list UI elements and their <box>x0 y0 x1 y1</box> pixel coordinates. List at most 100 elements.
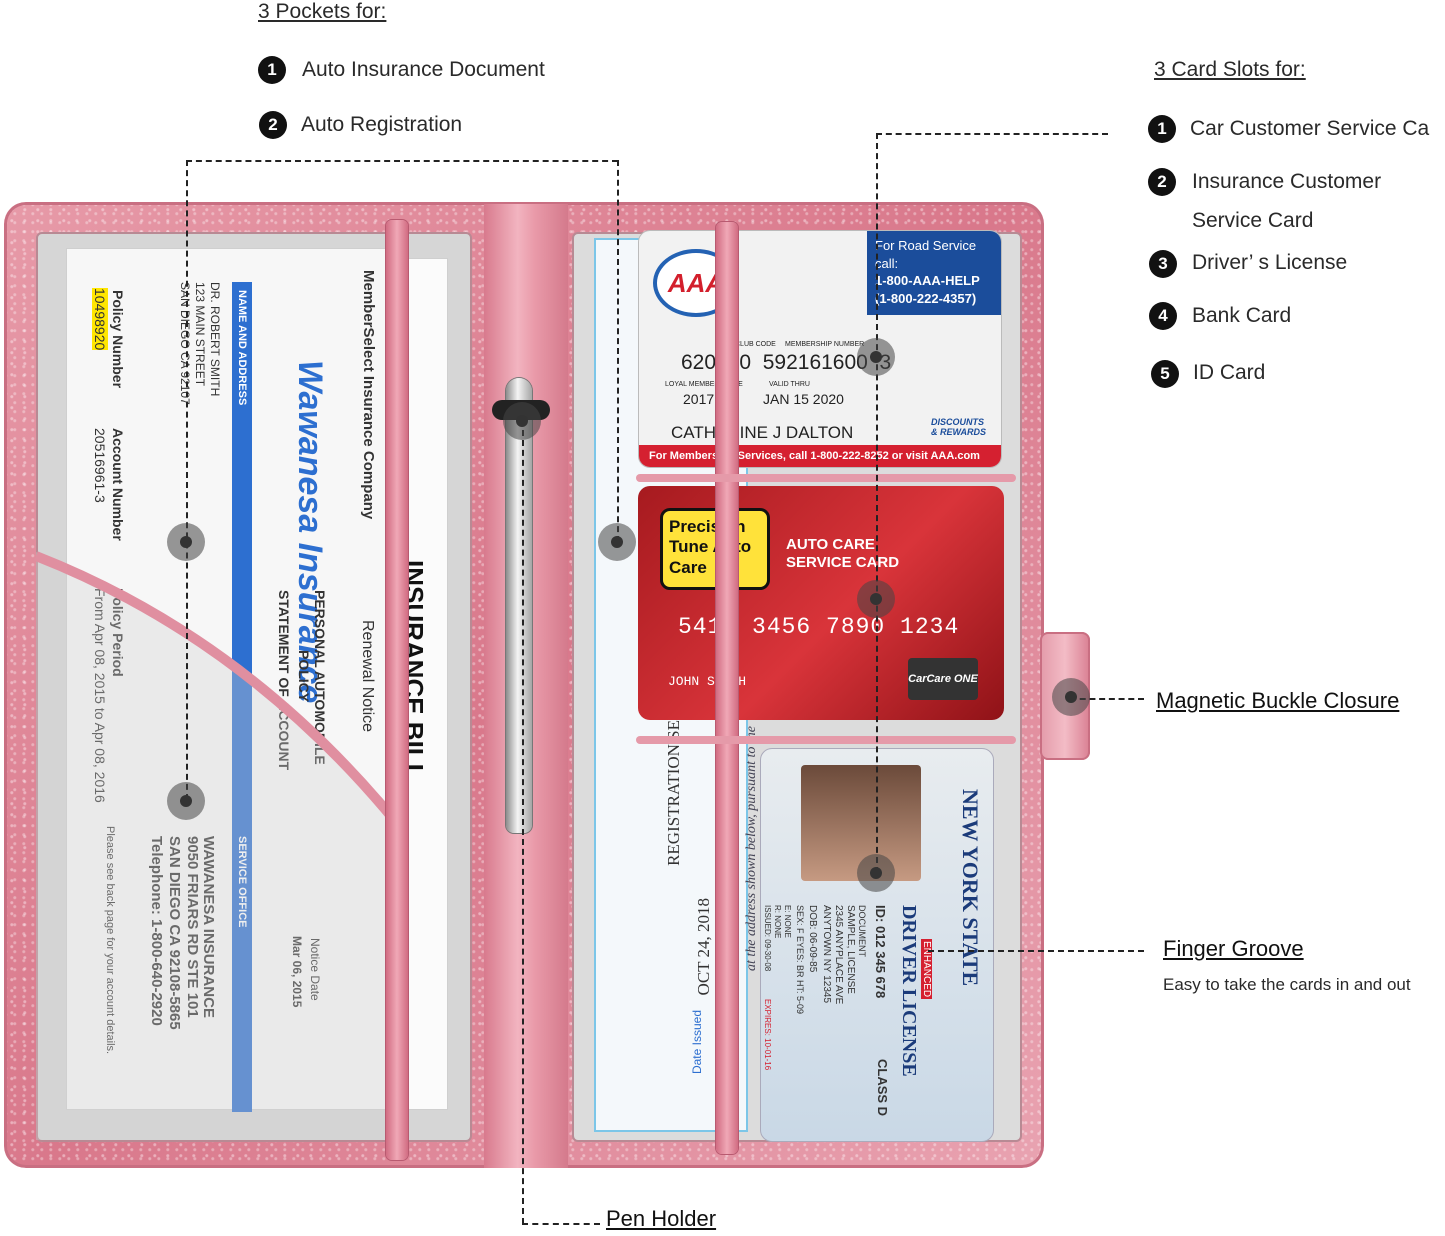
slot-label-2: Insurance Customer <box>1192 170 1382 193</box>
company-name: MemberSelect Insurance Company <box>360 270 377 520</box>
license-dob: DOB: 06-09-85 <box>807 905 818 973</box>
slot-number-1: 1 <box>1148 115 1176 143</box>
license-address-1: 2345 ANYPLACE AVE <box>833 905 844 1005</box>
card-slots-leader-vert <box>876 133 878 873</box>
finger-groove-leader <box>928 950 1144 952</box>
license-sex-eyes: SEX: F EYES: BR HT: 5-09 <box>795 905 805 1015</box>
pockets-leader-left <box>186 160 188 800</box>
statement-line-1: PERSONAL AUTOMOBILE <box>312 590 328 765</box>
member-since: 2017 <box>683 391 715 407</box>
pocket-number-1: 1 <box>258 56 286 84</box>
slot-label-4: Bank Card <box>1192 304 1292 327</box>
account-number-value: 20516961-3 <box>92 428 108 503</box>
auto-care-title-1: AUTO CARE <box>786 536 875 553</box>
statement-line-3: STATEMENT OF ACCOUNT <box>276 590 292 771</box>
pen[interactable] <box>506 378 532 833</box>
registration-note: at the address shown below, pursuant to … <box>744 726 759 971</box>
marker-pocket-3 <box>598 523 636 561</box>
registration-date-label: Date Issued <box>690 1010 704 1075</box>
notice-date-label: Notice Date <box>308 938 322 1001</box>
account-number-label: Account Number <box>110 428 126 541</box>
license-expires: EXPIRES: 10-01-16 <box>763 999 772 1071</box>
pen-leader-horiz <box>522 1223 600 1225</box>
card-slots-leader-top <box>876 133 1108 135</box>
slot-number-4: 4 <box>1149 302 1177 330</box>
pocket-label-2: Auto Registration <box>301 113 463 136</box>
slot-number-3: 3 <box>1149 250 1177 278</box>
slot-number-2: 2 <box>1148 168 1176 196</box>
slot-label-1: Car Customer Service Ca <box>1190 117 1430 140</box>
license-doc: DOCUMENT <box>857 905 867 957</box>
blue-sidebar-stripe <box>232 282 252 1112</box>
road-service-phone-2: (1-800-222-4357) <box>875 290 977 306</box>
office-line-1: WAWANESA INSURANCE <box>200 836 217 1018</box>
marker-slot-3 <box>857 854 895 892</box>
policy-period-value: From Apr 08, 2015 to Apr 08, 2016 <box>92 588 108 803</box>
policy-number-label: Policy Number <box>110 290 126 389</box>
marker-magnetic <box>1052 678 1090 716</box>
insured-street: 123 MAIN STREET <box>193 282 207 387</box>
driver-license-card: NEW YORK STATE ENHANCED DRIVER LICENSE C… <box>760 748 994 1142</box>
notice-date-value: Mar 06, 2015 <box>290 936 304 1007</box>
account-details-footer: Please see back page for your account de… <box>104 826 116 1054</box>
slot-number-5: 5 <box>1151 360 1179 388</box>
pocket-label-1: Auto Insurance Document <box>302 58 545 81</box>
road-service-phone-1: 1-800-AAA-HELP <box>875 273 980 289</box>
name-address-header: NAME AND ADDRESS <box>236 290 248 406</box>
wawanesa-logo: Wawanesa Insurance <box>291 360 329 704</box>
card-holder: CATHERINE J DALTON <box>671 423 854 442</box>
pockets-leader-top <box>186 160 618 162</box>
road-service-box: For Road Service call: 1-800-AAA-HELP (1… <box>867 231 1001 315</box>
license-name: SAMPLE, LICENSE <box>845 905 856 994</box>
marker-pocket-2 <box>167 782 205 820</box>
carcare-one-badge: CarCare ONE <box>908 658 978 700</box>
marker-slot-1 <box>857 338 895 376</box>
marker-pocket-1 <box>167 523 205 561</box>
office-line-4: Telephone: 1-800-640-2920 <box>148 836 165 1026</box>
auto-care-title-2: SERVICE CARD <box>786 554 900 571</box>
magnetic-buckle-label: Magnetic Buckle Closure <box>1156 688 1400 713</box>
pockets-leader-right <box>617 160 619 542</box>
card-slots-heading: 3 Card Slots for: <box>1154 58 1306 81</box>
club-code-label: CLUB CODE <box>735 341 776 348</box>
insurance-notice-sheet <box>66 248 388 1110</box>
office-line-3: SAN DIEGO CA 92108-5865 <box>166 836 183 1030</box>
license-enhanced: ENHANCED <box>921 939 932 1000</box>
magnetic-leader <box>1070 698 1144 700</box>
precision-tune-logo: Precision Tune Auto Care <box>660 508 770 590</box>
insured-city: SAN DIEGO CA 92107 <box>178 282 192 405</box>
discounts-rewards: DISCOUNTS & REWARDS <box>931 417 987 437</box>
service-office-header: SERVICE OFFICE <box>236 836 248 927</box>
card-strap-left <box>716 222 738 1154</box>
license-r: R: NONE <box>773 905 782 939</box>
marker-slot-2 <box>857 580 895 618</box>
membership-number-label: MEMBERSHIP NUMBER <box>785 341 865 348</box>
marker-pen <box>503 402 541 440</box>
office-line-2: 9050 FRIARS RD STE 101 <box>184 836 201 1018</box>
pockets-heading: 3 Pockets for: <box>258 0 387 23</box>
road-service-label: For Road Service call: <box>875 238 977 271</box>
license-id: ID: 012 345 678 <box>873 905 888 999</box>
slot-label-2b: Service Card <box>1192 209 1314 232</box>
license-address-2: ANYTOWN NY 12345 <box>821 905 832 1004</box>
policy-period-label: Policy Period <box>110 588 126 677</box>
registration-date: OCT 24, 2018 <box>694 898 713 996</box>
auto-care-service-card: Precision Tune Auto Care AUTO CARE SERVI… <box>638 486 1004 720</box>
slot-label-3: Driver’ s License <box>1192 251 1348 274</box>
card-slot-divider-2 <box>636 736 1016 744</box>
renewal-notice: Renewal Notice <box>359 620 376 733</box>
aaa-membership-card: AAA For Road Service call: 1-800-AAA-HEL… <box>638 230 1002 468</box>
license-state: NEW YORK STATE <box>958 789 983 987</box>
card-slot-divider-1 <box>636 474 1016 482</box>
license-type: DRIVER LICENSE <box>898 905 920 1077</box>
insured-name: DR. ROBERT SMITH <box>208 282 222 397</box>
left-pocket-strap <box>386 220 408 1160</box>
pen-holder-label: Pen Holder <box>606 1206 717 1231</box>
valid-thru-label: VALID THRU <box>769 381 810 388</box>
statement-line-2: POLICY <box>296 650 312 703</box>
pen-leader-vert <box>522 420 524 1224</box>
finger-groove-subtext: Easy to take the cards in and out <box>1163 975 1411 994</box>
license-class: CLASS D <box>875 1059 890 1117</box>
finger-groove-label: Finger Groove <box>1163 936 1304 961</box>
